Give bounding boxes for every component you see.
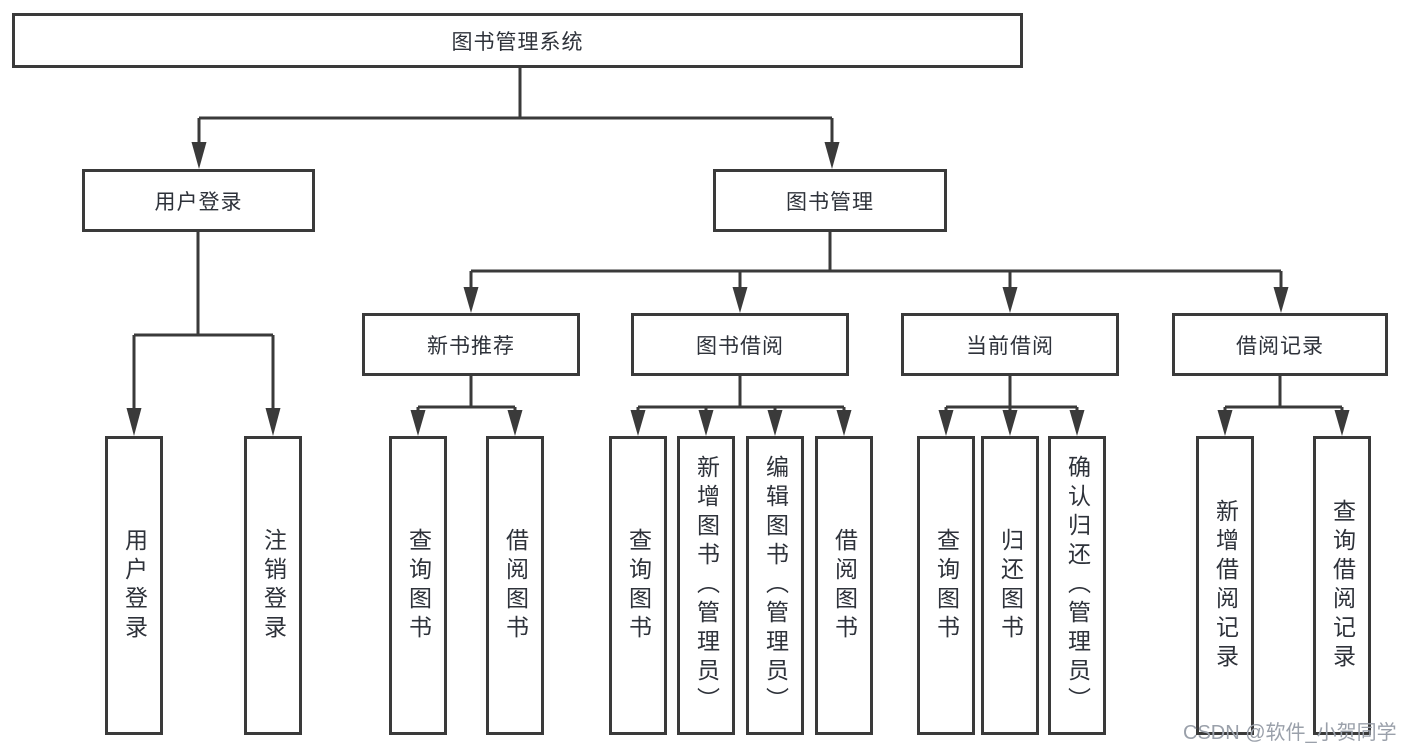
node-user-login-label: 用户登录	[154, 190, 243, 214]
node-book-borrow: 图书借阅	[631, 313, 849, 376]
node-book-management-label: 图书管理	[786, 190, 874, 214]
leaf-label: 查询图书	[625, 527, 652, 644]
leaf-label: 用户登录	[121, 527, 148, 644]
leaf-logout: 注销登录	[244, 436, 302, 735]
leaf-add-borrow-record: 新增借阅记录	[1196, 436, 1254, 735]
leaf-borrow-books: 借阅图书	[815, 436, 873, 735]
leaf-label: 查询图书	[933, 527, 960, 644]
leaf-user-login: 用户登录	[105, 436, 163, 735]
node-new-book-recommend-label: 新书推荐	[427, 334, 515, 358]
leaf-query-books-current: 查询图书	[917, 436, 975, 735]
leaf-query-books-recommend: 查询图书	[389, 436, 447, 735]
leaf-label: 归还图书	[997, 527, 1024, 644]
node-borrow-records-label: 借阅记录	[1236, 334, 1324, 358]
leaf-confirm-return-admin: 确认归还（管理员）	[1048, 436, 1106, 735]
watermark: CSDN @软件_小贺同学	[1183, 722, 1397, 744]
leaf-label: 新增借阅记录	[1212, 498, 1239, 673]
node-current-borrow-label: 当前借阅	[966, 334, 1054, 358]
leaf-label: 借阅图书	[831, 527, 858, 644]
leaf-add-books-admin: 新增图书（管理员）	[677, 436, 735, 735]
node-book-management: 图书管理	[713, 169, 947, 232]
leaf-label: 确认归还（管理员）	[1064, 455, 1091, 716]
leaf-label: 借阅图书	[502, 527, 529, 644]
leaf-label: 编辑图书（管理员）	[762, 455, 789, 716]
leaf-query-borrow-record: 查询借阅记录	[1313, 436, 1371, 735]
node-user-login: 用户登录	[82, 169, 315, 232]
leaf-label: 注销登录	[260, 527, 287, 644]
leaf-label: 新增图书（管理员）	[693, 455, 720, 716]
node-root: 图书管理系统	[12, 13, 1023, 68]
node-new-book-recommend: 新书推荐	[362, 313, 580, 376]
leaf-query-books-borrow: 查询图书	[609, 436, 667, 735]
leaf-return-books: 归还图书	[981, 436, 1039, 735]
leaf-label: 查询图书	[405, 527, 432, 644]
node-root-label: 图书管理系统	[451, 30, 584, 54]
node-borrow-records: 借阅记录	[1172, 313, 1388, 376]
leaf-borrow-books-recommend: 借阅图书	[486, 436, 544, 735]
leaf-edit-books-admin: 编辑图书（管理员）	[746, 436, 804, 735]
node-current-borrow: 当前借阅	[901, 313, 1119, 376]
leaf-label: 查询借阅记录	[1329, 498, 1356, 673]
node-book-borrow-label: 图书借阅	[696, 334, 784, 358]
